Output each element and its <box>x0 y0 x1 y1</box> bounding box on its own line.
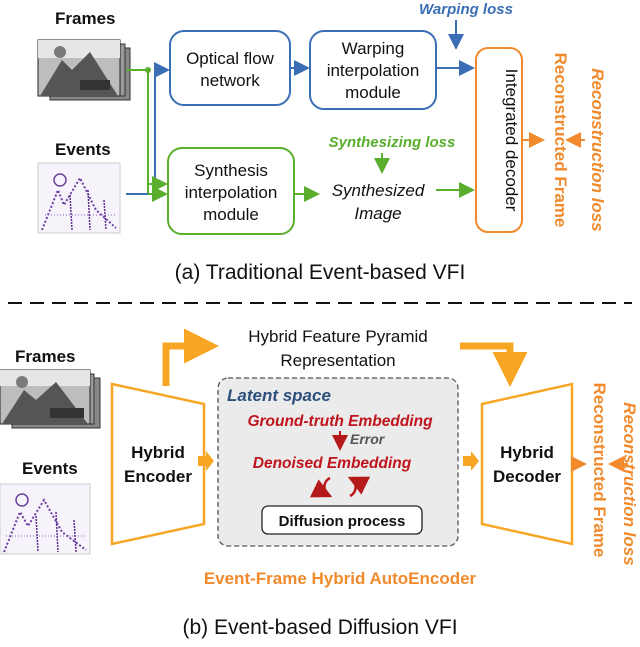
pyramid-arrow-left <box>162 328 219 386</box>
caption-b: (b) Event-based Diffusion VFI <box>182 616 457 639</box>
synthesis-line1: Synthesis <box>194 161 268 180</box>
pyramid-line1: Hybrid Feature Pyramid <box>248 327 428 346</box>
latent-space-title: Latent space <box>227 386 331 405</box>
hybrid-encoder-shape <box>110 382 206 546</box>
integrated-decoder-label: Integrated decoder <box>502 69 521 212</box>
pyramid-arrow-right <box>460 342 528 387</box>
decoder-line1: Hybrid <box>500 443 554 462</box>
reconstruction-loss-a: Reconstruction loss <box>588 68 607 231</box>
pyramid-line2: Representation <box>280 351 395 370</box>
synthesized-image-line1: Synthesized <box>332 181 425 200</box>
optical-flow-line1: Optical flow <box>186 49 275 68</box>
reconstructed-frame-b: Reconstructed Frame <box>590 383 609 558</box>
optical-flow-box <box>169 30 291 106</box>
decoder-line2: Decoder <box>493 467 561 486</box>
synthesizing-loss: Synthesizing loss <box>329 134 456 151</box>
frames-thumbnail-a <box>37 39 131 101</box>
warping-line1: Warping <box>342 39 405 58</box>
latent-to-decoder-arrow <box>463 451 479 471</box>
gt-embedding: Ground-truth Embedding <box>247 413 433 430</box>
denoised-embedding: Denoised Embedding <box>253 455 412 472</box>
frames-label-b: Frames <box>15 347 75 366</box>
caption-a: (a) Traditional Event-based VFI <box>175 261 466 284</box>
encoder-to-latent-arrow <box>198 451 214 471</box>
hybrid-decoder-shape <box>480 382 574 546</box>
events-label-b: Events <box>22 459 78 478</box>
cycle-arrow-left <box>309 476 333 498</box>
synthesis-line3: module <box>203 205 259 224</box>
latent-space-panel <box>217 377 459 547</box>
reconstruction-loss-b: Reconstruction loss <box>620 402 639 565</box>
events-label-a: Events <box>55 140 111 159</box>
encoder-line2: Encoder <box>124 467 192 486</box>
frames-thumbnail-b <box>0 369 101 429</box>
reconstructed-frame-a: Reconstructed Frame <box>551 53 570 228</box>
encoder-line1: Hybrid <box>131 443 185 462</box>
frames-label-a: Frames <box>55 9 115 28</box>
optical-flow-line2: network <box>200 71 260 90</box>
synthesis-line2: interpolation <box>185 183 278 202</box>
diffusion-process-label: Diffusion process <box>279 513 406 530</box>
warping-line2: interpolation <box>327 61 420 80</box>
events-thumbnail-a <box>37 162 121 234</box>
warping-line3: module <box>345 83 401 102</box>
cycle-arrow-right <box>347 476 371 498</box>
error-label: Error <box>350 431 386 447</box>
diffusion-process-box <box>261 505 423 535</box>
synthesized-image-line2: Image <box>354 204 401 223</box>
warping-loss: Warping loss <box>419 1 513 18</box>
synthesis-module-box <box>167 147 295 235</box>
warping-module-box <box>309 30 437 110</box>
events-thumbnail-b <box>0 483 91 555</box>
autoencoder-label: Event-Frame Hybrid AutoEncoder <box>204 569 477 588</box>
